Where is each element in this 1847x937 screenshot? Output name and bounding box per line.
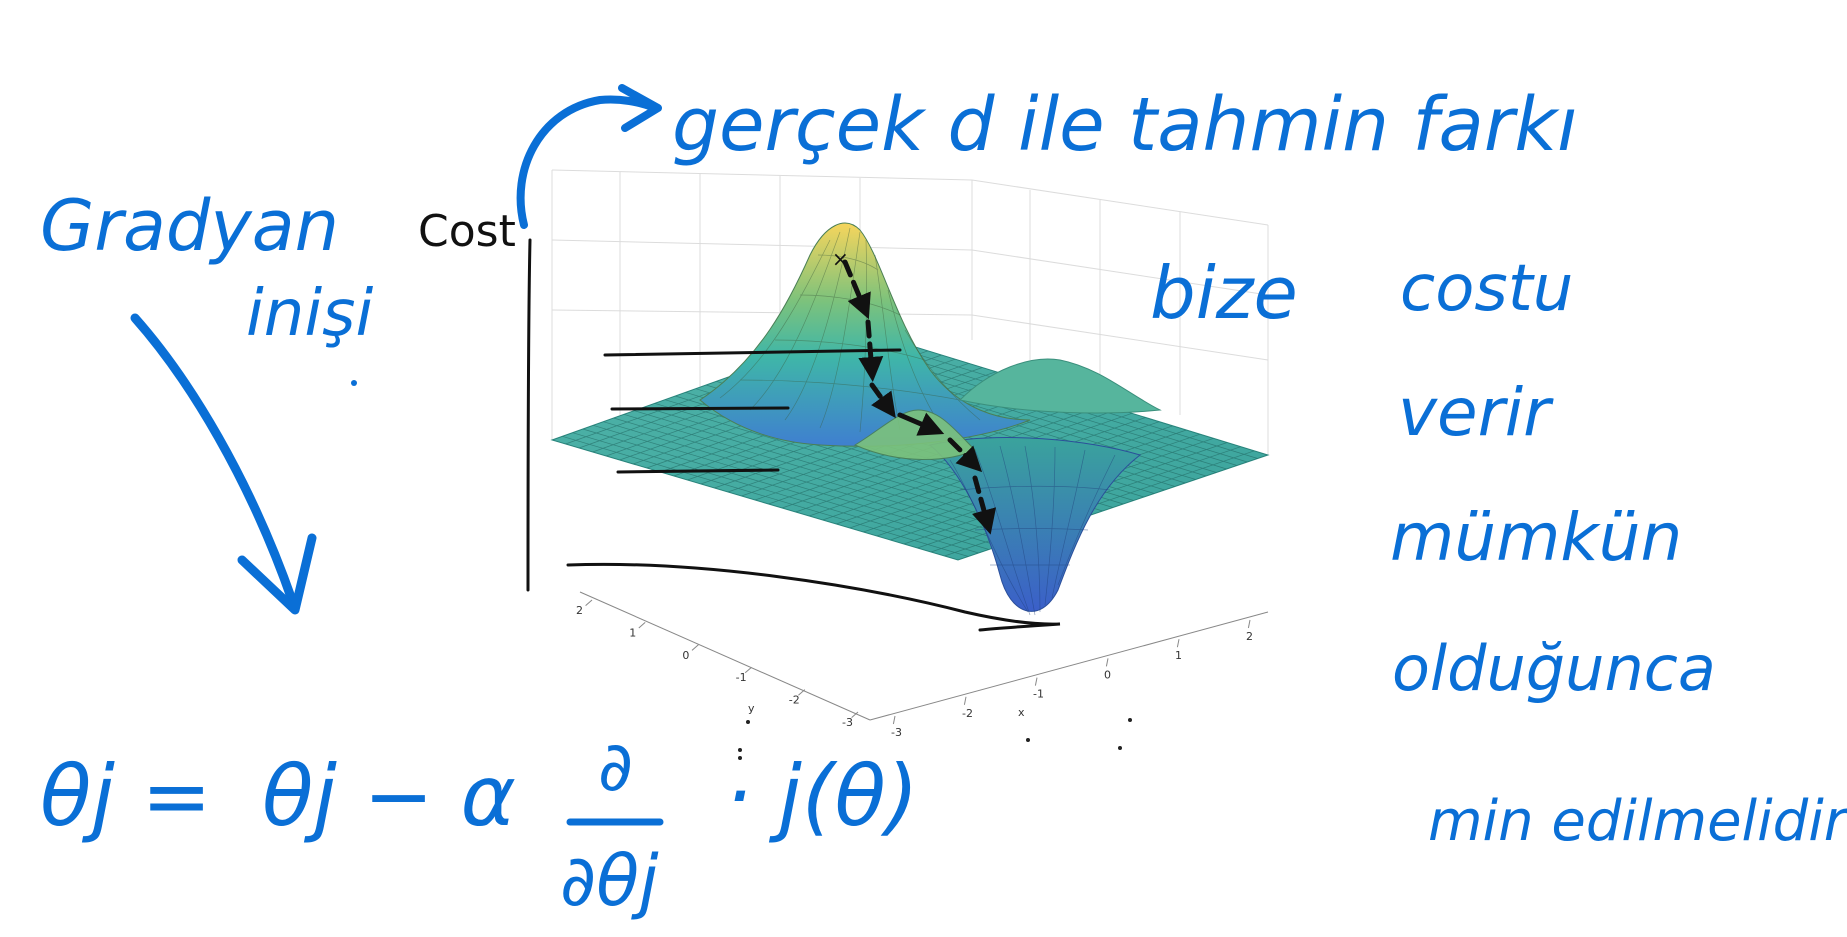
y-axis-tick-mark [691, 644, 699, 651]
surface-peak-small [853, 409, 976, 460]
formula-tail: · j(θ) [725, 747, 919, 845]
surface-peak-large [699, 222, 1031, 447]
right-note-line6: min edilmelidir [1428, 789, 1847, 854]
right-note-line2: costu [1400, 252, 1573, 326]
gradient-descent-formula: θj = θj − α ∂ ∂θj · j(θ) [40, 728, 919, 922]
y-axis: 2 1 0 -1 -2 -3 y [576, 591, 871, 729]
peak-mesh [719, 227, 981, 433]
left-note-line1: Gradyan [40, 185, 339, 267]
x-axis-tick-label: 2 [1246, 630, 1253, 643]
cost-pointer-arrowhead [618, 84, 662, 132]
cost-label: Cost [418, 206, 516, 257]
x-axis-tick-mark [1034, 677, 1038, 686]
x-axis-tick-label: -2 [962, 707, 973, 720]
descent-arrow [130, 313, 297, 605]
y-axis-tick-label: 1 [629, 626, 636, 639]
y-axis-tick-mark [798, 689, 806, 696]
y-axis-tick-label: 2 [576, 604, 583, 617]
x-axis-tick-mark [963, 696, 967, 705]
x-axis-tick-label: 0 [1104, 668, 1111, 681]
cost-pointer-arrow [516, 95, 659, 229]
formula-rhs: θj − α [262, 747, 516, 845]
x-axis-tick-label: -3 [891, 726, 902, 739]
x-axis-tick-mark [892, 715, 896, 725]
x-axis-tick-label: -1 [1033, 688, 1044, 701]
right-note-line5: olduğunca [1392, 632, 1716, 705]
plot-box-grid [551, 169, 1269, 455]
y-axis-tick-mark [744, 666, 752, 674]
top-note: gerçek d ile tahmin farkı [672, 82, 1578, 168]
y-axis-label: y [748, 702, 755, 715]
x-axis: -3 -2 -1 0 1 2 x [869, 611, 1269, 739]
start-point-marker: × [832, 247, 849, 271]
x-axis-tick-label: 1 [1175, 649, 1182, 662]
x-axis-tick-mark [1105, 658, 1109, 667]
y-axis-tick-label: -1 [736, 671, 747, 684]
descent-path [842, 259, 997, 535]
y-axis-tick-label: -3 [842, 716, 853, 729]
x-axis-label: x [1018, 706, 1025, 719]
formula-denominator: ∂θj [560, 840, 659, 922]
right-note-line4: mümkün [1390, 499, 1682, 576]
x-axis-tick-mark [1176, 639, 1180, 648]
formula-lhs: θj = [40, 747, 212, 845]
y-axis-tick-label: -2 [789, 694, 800, 707]
y-axis-tick-mark [851, 711, 859, 718]
surface-hump [958, 358, 1162, 414]
y-axis-tick-label: 0 [682, 649, 689, 662]
descent-arrowhead [237, 533, 317, 615]
y-axis-tick-mark [585, 599, 593, 606]
left-note-line2: inişi [246, 277, 373, 351]
x-axis-tick-mark [1247, 619, 1251, 629]
cost-level-lines [526, 238, 1061, 632]
right-note-line3: verir [1398, 374, 1554, 451]
formula-numerator: ∂ [598, 728, 633, 807]
stray-dots [351, 380, 1132, 760]
y-axis-tick-mark [638, 622, 646, 629]
right-note-line1: bize [1150, 251, 1298, 335]
